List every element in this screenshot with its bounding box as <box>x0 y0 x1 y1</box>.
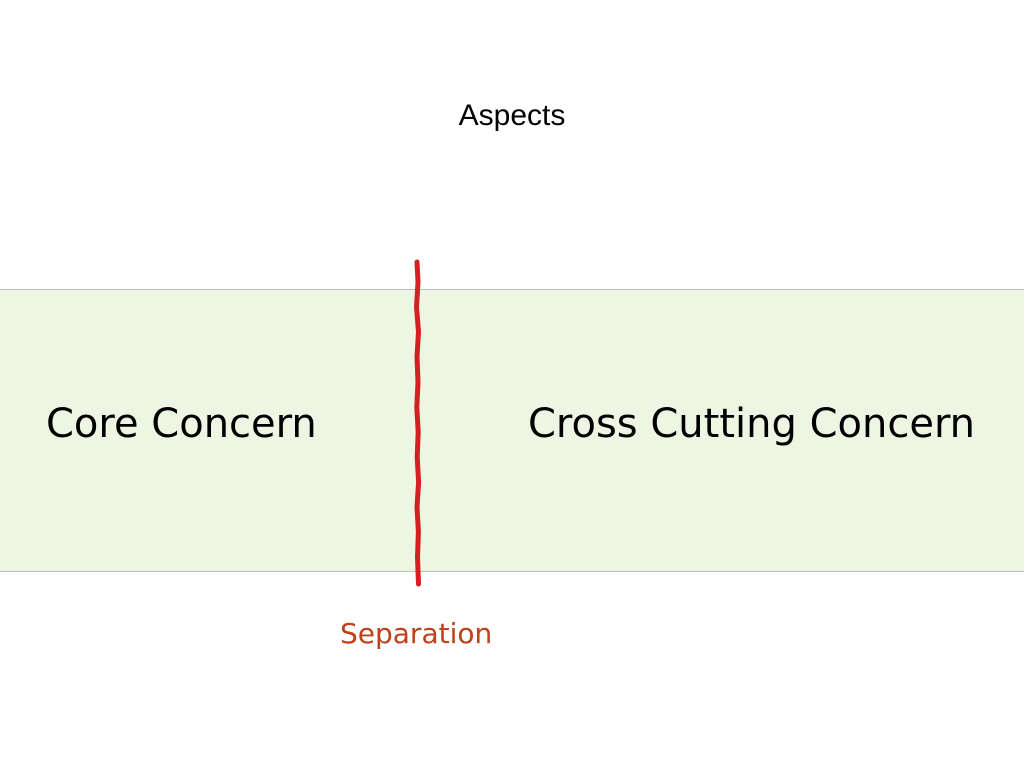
cross-cutting-concern-label: Cross Cutting Concern <box>528 401 976 447</box>
core-concern-label: Core Concern <box>46 401 317 447</box>
separation-line-stroke <box>414 259 422 587</box>
separation-label: Separation <box>340 617 493 650</box>
concern-band <box>0 289 1024 572</box>
separation-line <box>414 259 422 587</box>
slide-title: Aspects <box>458 99 566 132</box>
